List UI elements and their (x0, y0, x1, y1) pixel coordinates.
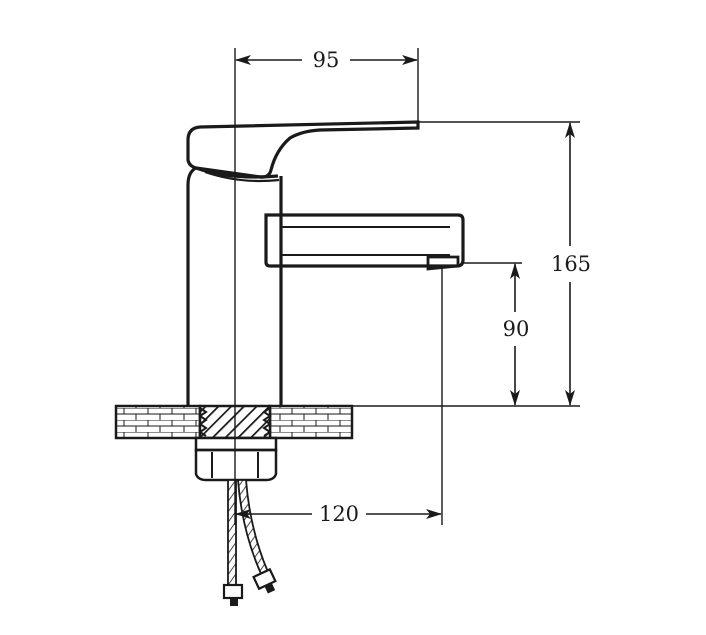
supply-hoses (222, 479, 277, 606)
shank-thread-left (198, 407, 208, 437)
dim-label-165: 165 (551, 252, 591, 276)
spout (264, 213, 465, 268)
hose-right-tip (264, 582, 276, 594)
dim-label-90: 90 (503, 317, 530, 341)
nut-body (194, 448, 278, 482)
hose-left-tip (230, 598, 238, 606)
body-shoulder (204, 170, 280, 183)
faucet-outline (186, 120, 465, 406)
nut-washer (194, 436, 278, 452)
mounting-nut (194, 436, 278, 482)
countertop-right-section (268, 404, 354, 440)
dim-label-120: 120 (319, 502, 359, 526)
dimension-spout-height: 90 (503, 263, 530, 406)
dimension-spout-reach: 120 (235, 502, 442, 526)
lever-handle (186, 120, 420, 179)
extension-lines (234, 48, 580, 525)
countertop-left-section (114, 404, 202, 440)
dimension-total-height: 165 (551, 122, 591, 406)
hose-left-fitting (222, 583, 244, 600)
dim-label-95: 95 (313, 48, 340, 72)
dimension-handle-reach: 95 (235, 48, 418, 72)
aerator (426, 255, 460, 271)
countertop (114, 404, 354, 440)
hose-right (237, 479, 270, 578)
shank-thread-right (262, 407, 272, 437)
